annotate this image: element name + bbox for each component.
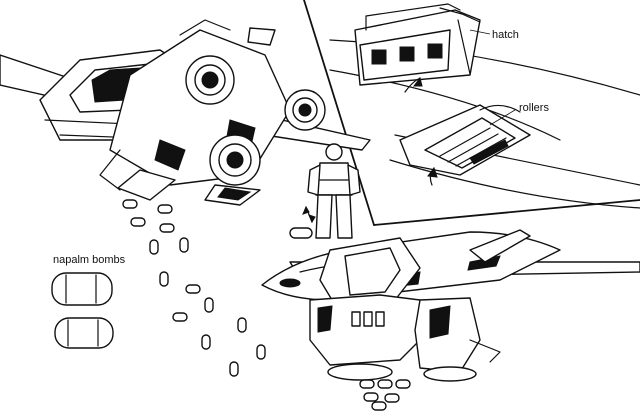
mecha-side-view bbox=[261, 229, 640, 382]
napalm-bombs bbox=[51, 272, 114, 349]
mecha-front-view bbox=[0, 19, 371, 206]
hatch-detail-drawing bbox=[329, 3, 640, 141]
rollers-label: rollers bbox=[519, 102, 549, 114]
falling-bombs-left bbox=[122, 199, 266, 377]
hatch-label: hatch bbox=[492, 29, 519, 41]
napalm-bombs-label: napalm bombs bbox=[53, 254, 126, 266]
rollers-detail-drawing bbox=[389, 104, 640, 209]
pilot-figure bbox=[289, 143, 361, 239]
falling-bombs-right bbox=[359, 379, 411, 411]
